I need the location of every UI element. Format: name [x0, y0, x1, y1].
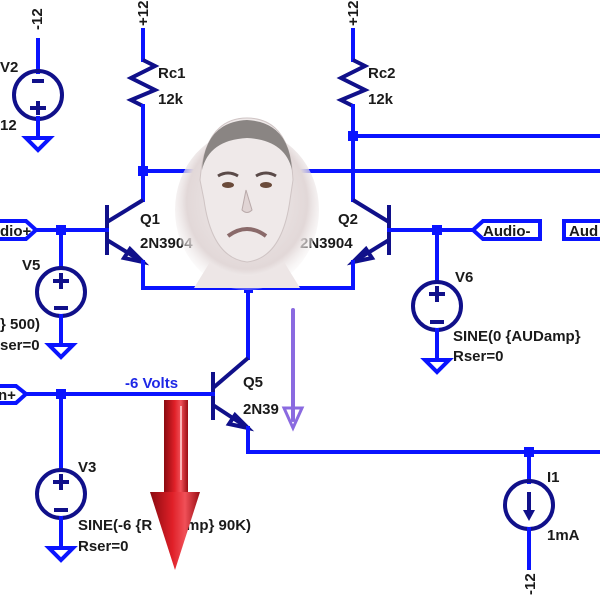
q5-model: 2N39 [243, 401, 279, 418]
rc2-value: 12k [368, 91, 394, 108]
i1-current-source[interactable]: I1 1mA -12 [503, 450, 580, 595]
rc2-name: Rc2 [368, 65, 396, 82]
q5-transistor[interactable]: Q5 2N39 [211, 356, 279, 454]
ground-icon [44, 343, 78, 360]
rc1-supply-label: +12 [135, 1, 152, 26]
net-label-audio-minus: Audio- [483, 223, 530, 240]
q2-name: Q2 [338, 211, 358, 228]
i1-name: I1 [547, 469, 560, 486]
v5-name: V5 [22, 257, 40, 274]
v3-param-line1: SINE(-6 {R [78, 517, 152, 534]
v6-param-line2: Rser=0 [453, 348, 503, 365]
rc2-resistor[interactable]: +12 Rc2 12k [336, 1, 396, 202]
net-label-audio-right: Aud [569, 223, 598, 240]
net-flag-bottom-left [0, 384, 30, 405]
ground-icon [21, 136, 55, 153]
i1-value: 1mA [547, 527, 580, 544]
q1-transistor[interactable]: Q1 2N3904 [105, 198, 193, 290]
net-label-bottom-left: n+ [0, 387, 16, 404]
q1-name: Q1 [140, 211, 160, 228]
emitter-arrow-icon [120, 245, 150, 266]
net-flag-audio-plus [0, 219, 39, 241]
frowning-face-image [175, 117, 319, 290]
v5-param-line1: } 500) [0, 316, 40, 333]
emitter-arrow-icon [346, 245, 376, 266]
ground-icon [420, 358, 454, 375]
v6-voltage-source[interactable]: V6 SINE(0 {AUDamp} Rser=0 [411, 228, 581, 375]
eyebrow-left [217, 171, 239, 178]
net-flag-audio-minus [470, 219, 542, 241]
rc1-name: Rc1 [158, 65, 186, 82]
frown-mouth [226, 227, 268, 238]
net-flag-audio-right [562, 219, 600, 241]
v3-param-line2: Rser=0 [78, 538, 128, 555]
v5-voltage-source[interactable]: V5 } 500) ser=0 [0, 228, 87, 360]
i1-supply-label: -12 [522, 573, 539, 595]
red-down-arrow-icon [150, 400, 200, 570]
v5-param-line2: ser=0 [0, 337, 40, 354]
q1-model: 2N3904 [140, 235, 193, 252]
emitter-arrow-icon [225, 411, 255, 432]
v2-voltage-source[interactable]: -12 V2 12 [0, 8, 64, 153]
q5-name: Q5 [243, 374, 263, 391]
purple-down-arrow-icon [281, 308, 305, 432]
bottom-input-net[interactable]: n+ -6 Volts [0, 375, 215, 405]
rc1-value: 12k [158, 91, 184, 108]
v6-name: V6 [455, 269, 473, 286]
audio-minus-net[interactable]: Audio- Aud [387, 219, 600, 241]
v2-name: V2 [0, 59, 18, 76]
rc1-resistor[interactable]: +12 Rc1 12k [126, 1, 186, 202]
v2-supply-label: -12 [29, 8, 46, 30]
v2-value: 12 [0, 117, 17, 134]
resistor-zigzag-icon [126, 58, 160, 108]
rc2-supply-label: +12 [345, 1, 362, 26]
v3-param-line1b: mp} 90K) [186, 517, 251, 534]
resistor-zigzag-icon [336, 58, 370, 108]
audio-plus-net[interactable]: dio+ [0, 219, 109, 241]
q2-transistor[interactable]: Q2 2N3904 [300, 198, 391, 290]
voltage-annotation: -6 Volts [125, 375, 178, 392]
v3-name: V3 [78, 459, 96, 476]
net-label-audio-plus: dio+ [0, 223, 31, 240]
v3-voltage-source[interactable]: V3 SINE(-6 {R mp} 90K) Rser=0 [35, 392, 251, 563]
ground-icon [44, 546, 78, 563]
eyebrow-right [255, 171, 277, 178]
v6-param-line1: SINE(0 {AUDamp} [453, 328, 581, 345]
